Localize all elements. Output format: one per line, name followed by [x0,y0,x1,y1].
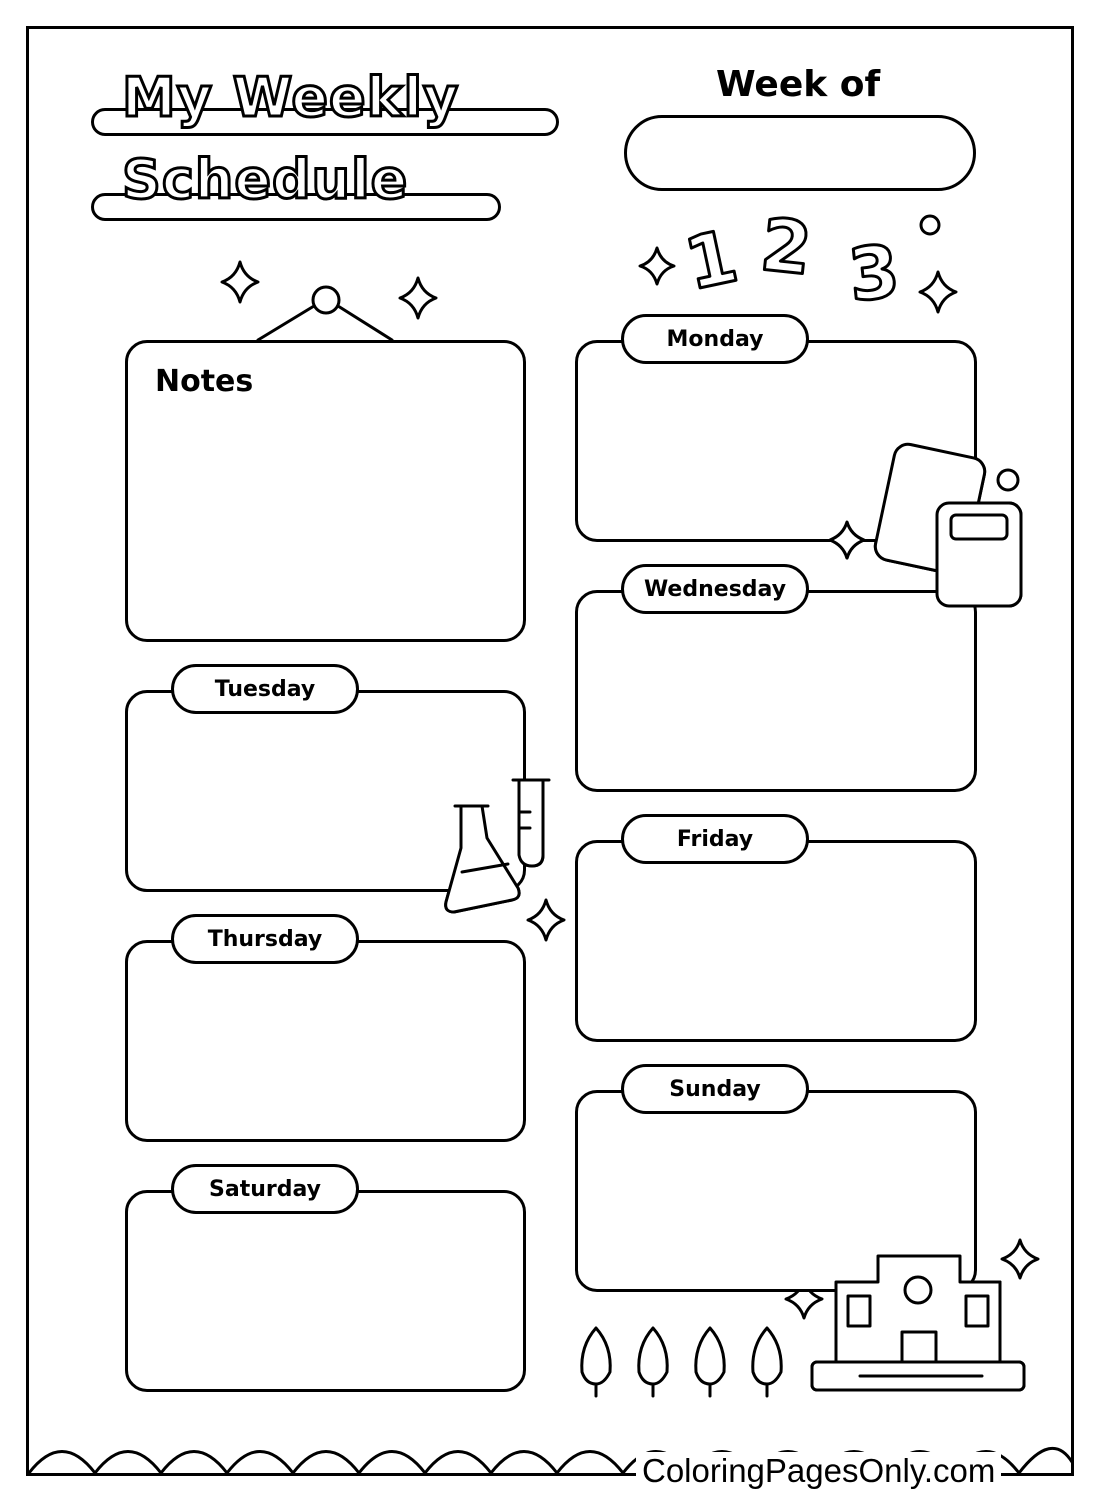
sparkle-icon [220,260,260,304]
tree-icon [751,1326,783,1398]
test-tube-icon [517,778,545,868]
wednesday-box[interactable] [575,590,977,792]
wednesday-label: Wednesday [621,564,809,614]
page-frame [26,26,1074,1476]
thursday-label: Thursday [171,914,359,964]
monday-label: Monday [621,314,809,364]
saturday-box[interactable] [125,1190,526,1392]
tuesday-label: Tuesday [171,664,359,714]
calculator-screen-icon [949,513,1009,541]
sparkle-icon [918,270,958,314]
notes-box[interactable] [125,340,526,642]
sparkle-icon [828,520,866,560]
dot-icon [919,214,941,236]
title-underline-2 [91,193,501,221]
friday-label: Friday [621,814,809,864]
title-line-1: My Weekly [120,65,460,131]
hanger-string-icon [256,304,394,342]
footer-watermark: ColoringPagesOnly.com [636,1452,1002,1490]
sparkle-icon [1000,1238,1040,1280]
dot-icon [996,468,1020,492]
title-underline-1 [91,108,559,136]
week-of-label: Week of [716,64,881,105]
sparkle-icon [784,1278,824,1320]
number-2: 2 [757,202,816,291]
tree-icon [694,1326,726,1398]
week-of-field[interactable] [624,115,976,191]
tree-icon [637,1326,669,1398]
number-3: 3 [845,229,904,318]
sparkle-icon [638,246,676,286]
sparkle-icon [526,898,566,942]
title-line-2: Schedule [120,147,409,213]
tree-icon [580,1326,612,1398]
sunday-label: Sunday [621,1064,809,1114]
notes-label: Notes [155,364,254,399]
sparkle-icon [398,276,438,320]
saturday-label: Saturday [171,1164,359,1214]
school-building-icon [810,1254,1026,1392]
flask-icon [444,804,521,914]
thursday-box[interactable] [125,940,526,1142]
hanger-pin-icon [311,285,341,315]
